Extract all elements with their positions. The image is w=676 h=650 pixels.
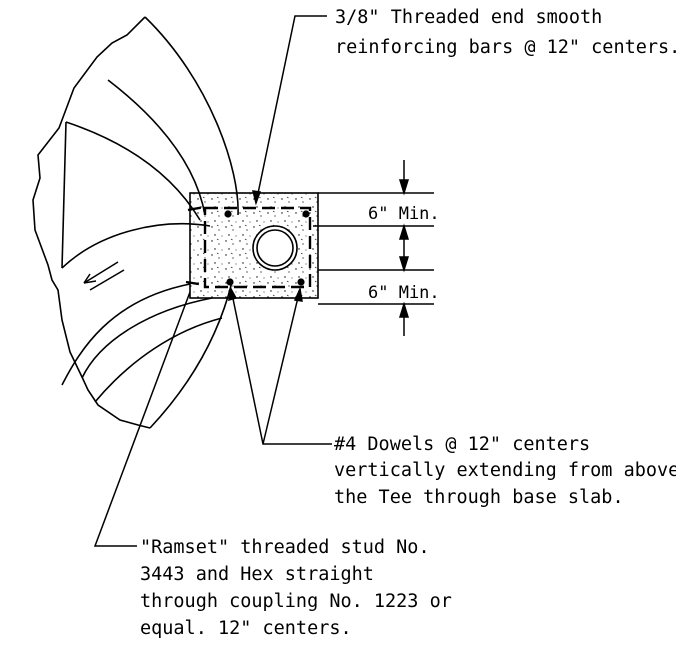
dim-arrowhead-1 <box>398 179 410 196</box>
rebar-note: 3/8" Threaded end smooth reinforcing bar… <box>335 7 676 58</box>
dowel-note: #4 Dowels @ 12" centers vertically exten… <box>334 434 676 508</box>
rebar-leader-arrowhead <box>252 190 262 206</box>
tee-lower-arc-4 <box>94 317 223 403</box>
stud-leader <box>93 291 191 547</box>
dowel-note-line-3: the Tee through base slab. <box>334 487 624 508</box>
dowel-top-left <box>224 210 232 218</box>
pipe-section <box>252 225 298 271</box>
stud-note: "Ramset" threaded stud No. 3443 and Hex … <box>140 537 452 639</box>
leader-lines <box>93 15 332 547</box>
dimension-lines <box>313 160 434 336</box>
tee-fitting <box>32 16 239 429</box>
tee-inner-arc-2 <box>65 121 201 221</box>
rebar-note-line-2: reinforcing bars @ 12" centers. <box>335 37 676 58</box>
tee-outer-bottom-arc <box>149 281 233 429</box>
dowel-note-line-1: #4 Dowels @ 12" centers <box>334 434 590 455</box>
thrust-block <box>185 192 319 299</box>
dowel-leader-arrowhead-right <box>293 286 303 302</box>
dowel-bottom-left <box>226 278 234 286</box>
tee-lower-arc-3 <box>81 297 213 379</box>
dowel-bottom-right <box>297 278 305 286</box>
tee-lower-arc-1 <box>61 223 211 269</box>
tee-outer-outline <box>144 16 239 216</box>
flow-arrow-icon <box>83 261 125 291</box>
dimension-label-lower: 6" Min. <box>368 283 440 303</box>
stud-note-line-3: through coupling No. 1223 or <box>140 591 452 612</box>
dim-arrowhead-3 <box>398 256 410 273</box>
dowel-bars <box>224 210 310 286</box>
stud-note-line-4: equal. 12" centers. <box>140 618 352 639</box>
dim-arrowhead-2 <box>398 223 410 240</box>
stud-note-line-2: 3443 and Hex straight <box>140 564 374 585</box>
reinforcing-bar-outline <box>185 205 312 289</box>
dowel-leader <box>230 288 332 445</box>
dowel-top-right <box>302 210 310 218</box>
stud-note-line-1: "Ramset" threaded stud No. <box>140 537 430 558</box>
rebar-note-line-1: 3/8" Threaded end smooth <box>335 7 602 28</box>
dowel-leader-arrowhead-left <box>228 286 238 302</box>
dimension-label-upper: 6" Min. <box>368 204 440 224</box>
rebar-leader <box>255 15 327 204</box>
dim-arrowhead-4 <box>398 301 410 318</box>
dowel-note-line-2: vertically extending from above <box>334 460 676 481</box>
tee-vertical-line <box>61 121 67 269</box>
tee-lower-arc-2 <box>61 283 191 386</box>
